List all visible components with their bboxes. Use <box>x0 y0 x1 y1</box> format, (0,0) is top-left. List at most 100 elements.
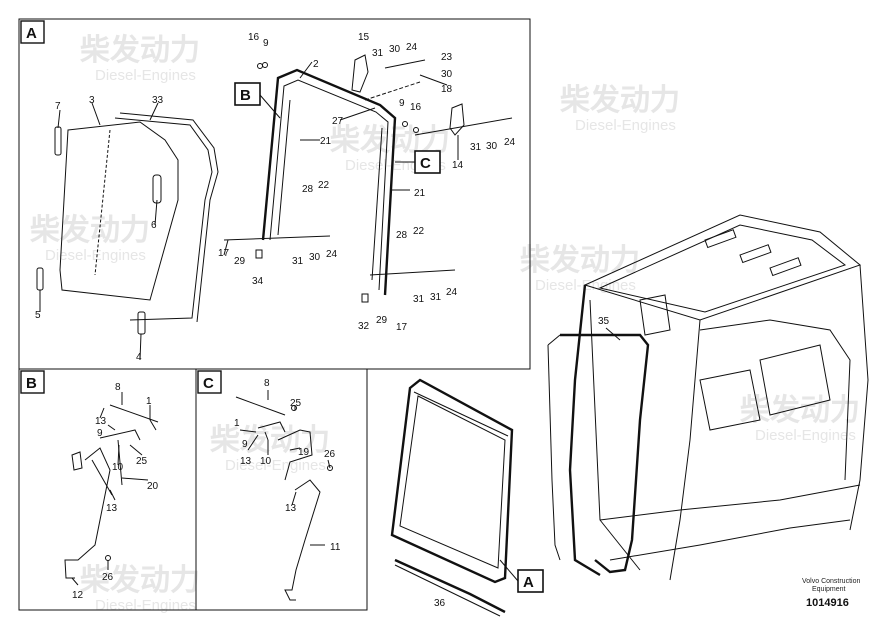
footer-brand: Volvo Construction Equipment 1014916 <box>802 578 860 609</box>
part-number: 26 <box>102 572 114 583</box>
lever-part <box>284 479 321 601</box>
part-number: 24 <box>446 287 458 298</box>
part-number: 27 <box>332 116 344 127</box>
part-number: 24 <box>406 42 418 53</box>
diagram-code: 1014916 <box>806 597 849 609</box>
part-number: 30 <box>309 252 321 263</box>
cab-floor-edge <box>609 519 851 561</box>
linkage-rod <box>99 404 159 431</box>
window-frame-inner <box>399 395 506 569</box>
strip-part <box>36 267 44 291</box>
part-number: 19 <box>298 447 310 458</box>
part-number: 33 <box>152 95 164 106</box>
watermark-cn: 柴发动力 <box>740 394 860 427</box>
callout-c: C <box>395 150 441 174</box>
part-number: 9 <box>97 428 103 439</box>
callout-a: A <box>499 559 544 593</box>
part-number: 14 <box>452 160 464 171</box>
part-number: 21 <box>320 136 332 147</box>
part-number: 21 <box>414 188 426 199</box>
part-number: 23 <box>441 52 453 63</box>
bolt-row <box>384 59 426 69</box>
part-number: 13 <box>240 456 252 467</box>
watermark-en: Diesel-Engines <box>95 67 196 84</box>
watermark-en: Diesel-Engines <box>45 247 146 264</box>
panel-c-label: C <box>197 370 222 394</box>
cab-mount <box>639 294 671 336</box>
linkage-bracket <box>257 421 313 481</box>
glass-dash-line <box>94 129 111 276</box>
part-number-labels: 16 9 15 31 30 24 23 30 18 2 9 16 27 7 3 … <box>35 32 610 609</box>
cab-console <box>699 369 761 431</box>
part-number: 28 <box>302 184 314 195</box>
door-frame <box>261 68 397 296</box>
part-number: 31 <box>372 48 384 59</box>
part-number: 18 <box>441 84 453 95</box>
fitting-part <box>361 293 369 303</box>
panel-b-drawing <box>64 392 159 586</box>
part-number: 24 <box>504 137 516 148</box>
brand-line-1: Volvo Construction <box>802 578 860 585</box>
seal-strip <box>364 81 421 101</box>
cab-floor-line <box>599 484 861 521</box>
part-number: 2 <box>313 59 319 70</box>
part-number: 32 <box>358 321 370 332</box>
part-number: 17 <box>396 322 408 333</box>
part-number: 34 <box>252 276 264 287</box>
part-number: 4 <box>136 352 142 363</box>
roof-slot <box>769 257 802 277</box>
bolt-row <box>369 269 456 276</box>
part-number: 13 <box>285 503 297 514</box>
part-number: 10 <box>260 456 272 467</box>
part-number: 30 <box>486 141 498 152</box>
bolt <box>105 555 111 561</box>
bolt-row <box>223 235 331 241</box>
part-number: 30 <box>441 69 453 80</box>
strip-part <box>137 311 146 335</box>
part-number: 11 <box>330 542 341 553</box>
cab-drawing <box>547 214 869 581</box>
part-number: 3 <box>89 95 95 106</box>
fitting-part <box>255 249 263 259</box>
part-number: 7 <box>55 101 61 112</box>
part-number: 6 <box>151 220 157 231</box>
panel-a-drawing <box>36 54 513 361</box>
callout-b: B <box>234 82 281 119</box>
watermark-cn: 柴发动力 <box>80 34 200 67</box>
part-number: 35 <box>598 316 610 327</box>
window-seal <box>114 117 213 321</box>
handle-part <box>152 174 162 204</box>
watermark-cn: 柴发动力 <box>560 84 680 117</box>
part-number: 1 <box>234 418 240 429</box>
brand-line-2: Equipment <box>812 586 846 593</box>
part-number: 9 <box>242 439 248 450</box>
part-number: 15 <box>358 32 370 43</box>
part-number: 8 <box>115 382 121 393</box>
part-number: 9 <box>399 98 405 109</box>
linkage-bracket <box>99 429 141 486</box>
watermark: 柴发动力 Diesel-Engines 柴发动力 Diesel-Engines … <box>30 34 860 614</box>
part-number: 30 <box>389 44 401 55</box>
bolt <box>291 405 297 411</box>
window-seal-outer <box>119 112 219 323</box>
part-number: 13 <box>95 416 107 427</box>
bottom-seal <box>394 558 506 614</box>
glass-panel <box>59 121 179 301</box>
part-number: 31 <box>292 256 304 267</box>
cab-roof <box>583 214 862 321</box>
part-number: 9 <box>263 38 269 49</box>
roof-slot <box>704 229 737 249</box>
bolt-row <box>414 117 513 136</box>
part-number: 16 <box>248 32 260 43</box>
cab-front-pillar <box>568 284 601 577</box>
cab-mid-pillar <box>669 319 701 581</box>
watermark-cn: 柴发动力 <box>80 564 200 597</box>
door-frame-inner <box>269 79 389 291</box>
part-number: 31 <box>413 294 425 305</box>
svg-text:C: C <box>203 375 214 392</box>
svg-text:A: A <box>26 25 37 42</box>
bolt <box>402 121 408 127</box>
part-number: 16 <box>410 102 422 113</box>
watermark-cn: 柴发动力 <box>210 424 330 457</box>
window-assembly <box>390 378 514 617</box>
